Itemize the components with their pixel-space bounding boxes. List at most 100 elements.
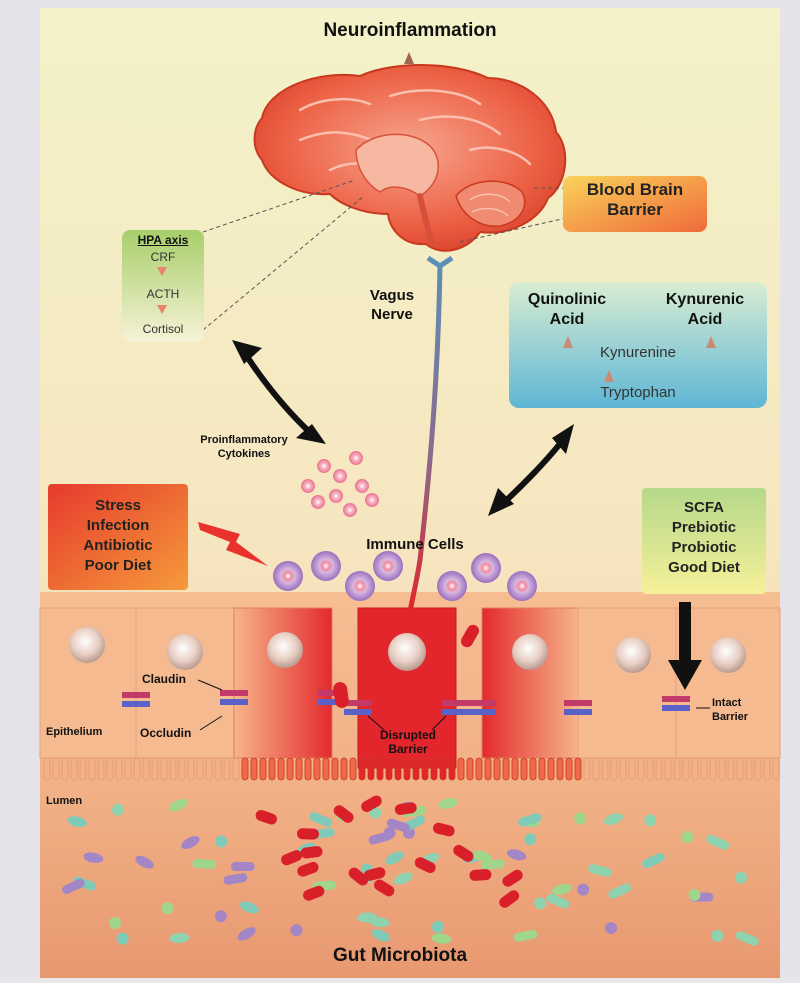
microvillus [709, 757, 717, 781]
pathogenic-bacterium [255, 809, 278, 825]
microvillus [529, 757, 537, 781]
microvillus [367, 757, 375, 781]
occludin-strand [468, 709, 496, 715]
microvillus [583, 757, 591, 781]
quinolinic-acid-label: Quinolinic Acid [527, 291, 607, 328]
kynurenine-label: Kynurenine [600, 344, 676, 361]
occludin-strand [442, 709, 470, 715]
microvillus [475, 757, 483, 781]
bacterium [431, 920, 444, 933]
microvillus [745, 757, 753, 781]
inflamed-cell [481, 607, 579, 759]
microvillus [97, 757, 105, 781]
microvillus [574, 757, 582, 781]
bacterium [524, 833, 537, 846]
up-arrow-icon [604, 370, 614, 382]
bacterium [603, 813, 623, 825]
hpa-axis-heading: HPA axis [137, 233, 189, 247]
up-arrow-icon [404, 52, 414, 64]
microvillus [232, 757, 240, 781]
up-arrow-icon [706, 336, 716, 348]
microvillus [88, 757, 96, 781]
microvillus [493, 757, 501, 781]
microvillus [250, 757, 258, 781]
pathogenic-bacterium [373, 879, 395, 897]
pathogenic-bacterium [502, 869, 523, 887]
claudin-strand [442, 700, 470, 706]
bacterium [706, 834, 730, 850]
down-arrow-icon [157, 267, 167, 276]
microvillus [286, 757, 294, 781]
pathogenic-bacterium [414, 857, 436, 874]
microvillus [385, 757, 393, 781]
bacterium [67, 816, 87, 827]
bacterium [181, 836, 200, 850]
bacterium [368, 831, 393, 845]
bacterium [534, 897, 547, 910]
bacterium [386, 818, 411, 833]
bacterium [230, 862, 255, 872]
occludin-strand [318, 699, 346, 705]
blood-brain-barrier-box [563, 176, 707, 232]
bacterium [290, 924, 303, 937]
bacterium [169, 932, 190, 944]
protective-probiotic: Probiotic [671, 539, 737, 556]
tryptophan-label: Tryptophan [600, 384, 676, 401]
bacterium [552, 884, 572, 895]
lumen-label: Lumen [46, 795, 83, 807]
lightning-bolt-icon [198, 522, 268, 566]
pathogenic-bacterium [361, 795, 382, 812]
protective-scfa: SCFA [683, 499, 724, 516]
protective-prebiotic: Prebiotic [671, 519, 737, 536]
pathogenic-bacterium [432, 822, 455, 837]
microvillus [259, 757, 267, 781]
microvillus [637, 757, 645, 781]
pathogenic-bacterium [469, 869, 492, 881]
microvillus [169, 757, 177, 781]
pathogenic-bacterium [363, 867, 386, 881]
microvillus [565, 757, 573, 781]
microvillus [322, 757, 330, 781]
bacterium [588, 864, 612, 877]
vagus-nerve-label: Vagus Nerve [369, 287, 415, 323]
microvillus [70, 757, 78, 781]
bacterium [309, 812, 333, 828]
microvillus [448, 757, 456, 781]
pathogenic-bacterium [453, 844, 474, 862]
microvillus [313, 757, 321, 781]
microvillus [277, 757, 285, 781]
disrupted-barrier-label: Disrupted Barrier [379, 728, 436, 756]
microvilli [43, 757, 780, 781]
microvillus [196, 757, 204, 781]
cytokines-label: Proinflammatory Cytokines [200, 434, 288, 460]
gut-bacteria [62, 795, 759, 946]
microvillus [187, 757, 195, 781]
bacterium [108, 917, 121, 930]
occludin-strand [344, 709, 372, 715]
pathogenic-bacterium [297, 861, 319, 877]
bacterium [513, 929, 538, 942]
vagus-nerve [407, 255, 454, 613]
bacterium [385, 851, 404, 865]
bacterium [223, 873, 248, 885]
bacterium [546, 893, 570, 909]
bacterium [608, 883, 631, 899]
pathogenic-bacterium [394, 802, 417, 815]
bacterium [83, 852, 104, 863]
bacterium [192, 858, 217, 869]
microvillus [718, 757, 726, 781]
microvillus [205, 757, 213, 781]
microvillus [601, 757, 609, 781]
down-arrow-icon [157, 305, 167, 314]
hpa-step-acth: ACTH [146, 287, 180, 301]
microvillus [358, 757, 366, 781]
stressor-infection: Infection [86, 517, 150, 534]
bacterium [472, 850, 492, 862]
microvillus [124, 757, 132, 781]
claudin-strand [662, 696, 690, 702]
occludin-strand [564, 709, 592, 715]
bacterium [681, 831, 694, 844]
microvillus [142, 757, 150, 781]
microvillus [520, 757, 528, 781]
